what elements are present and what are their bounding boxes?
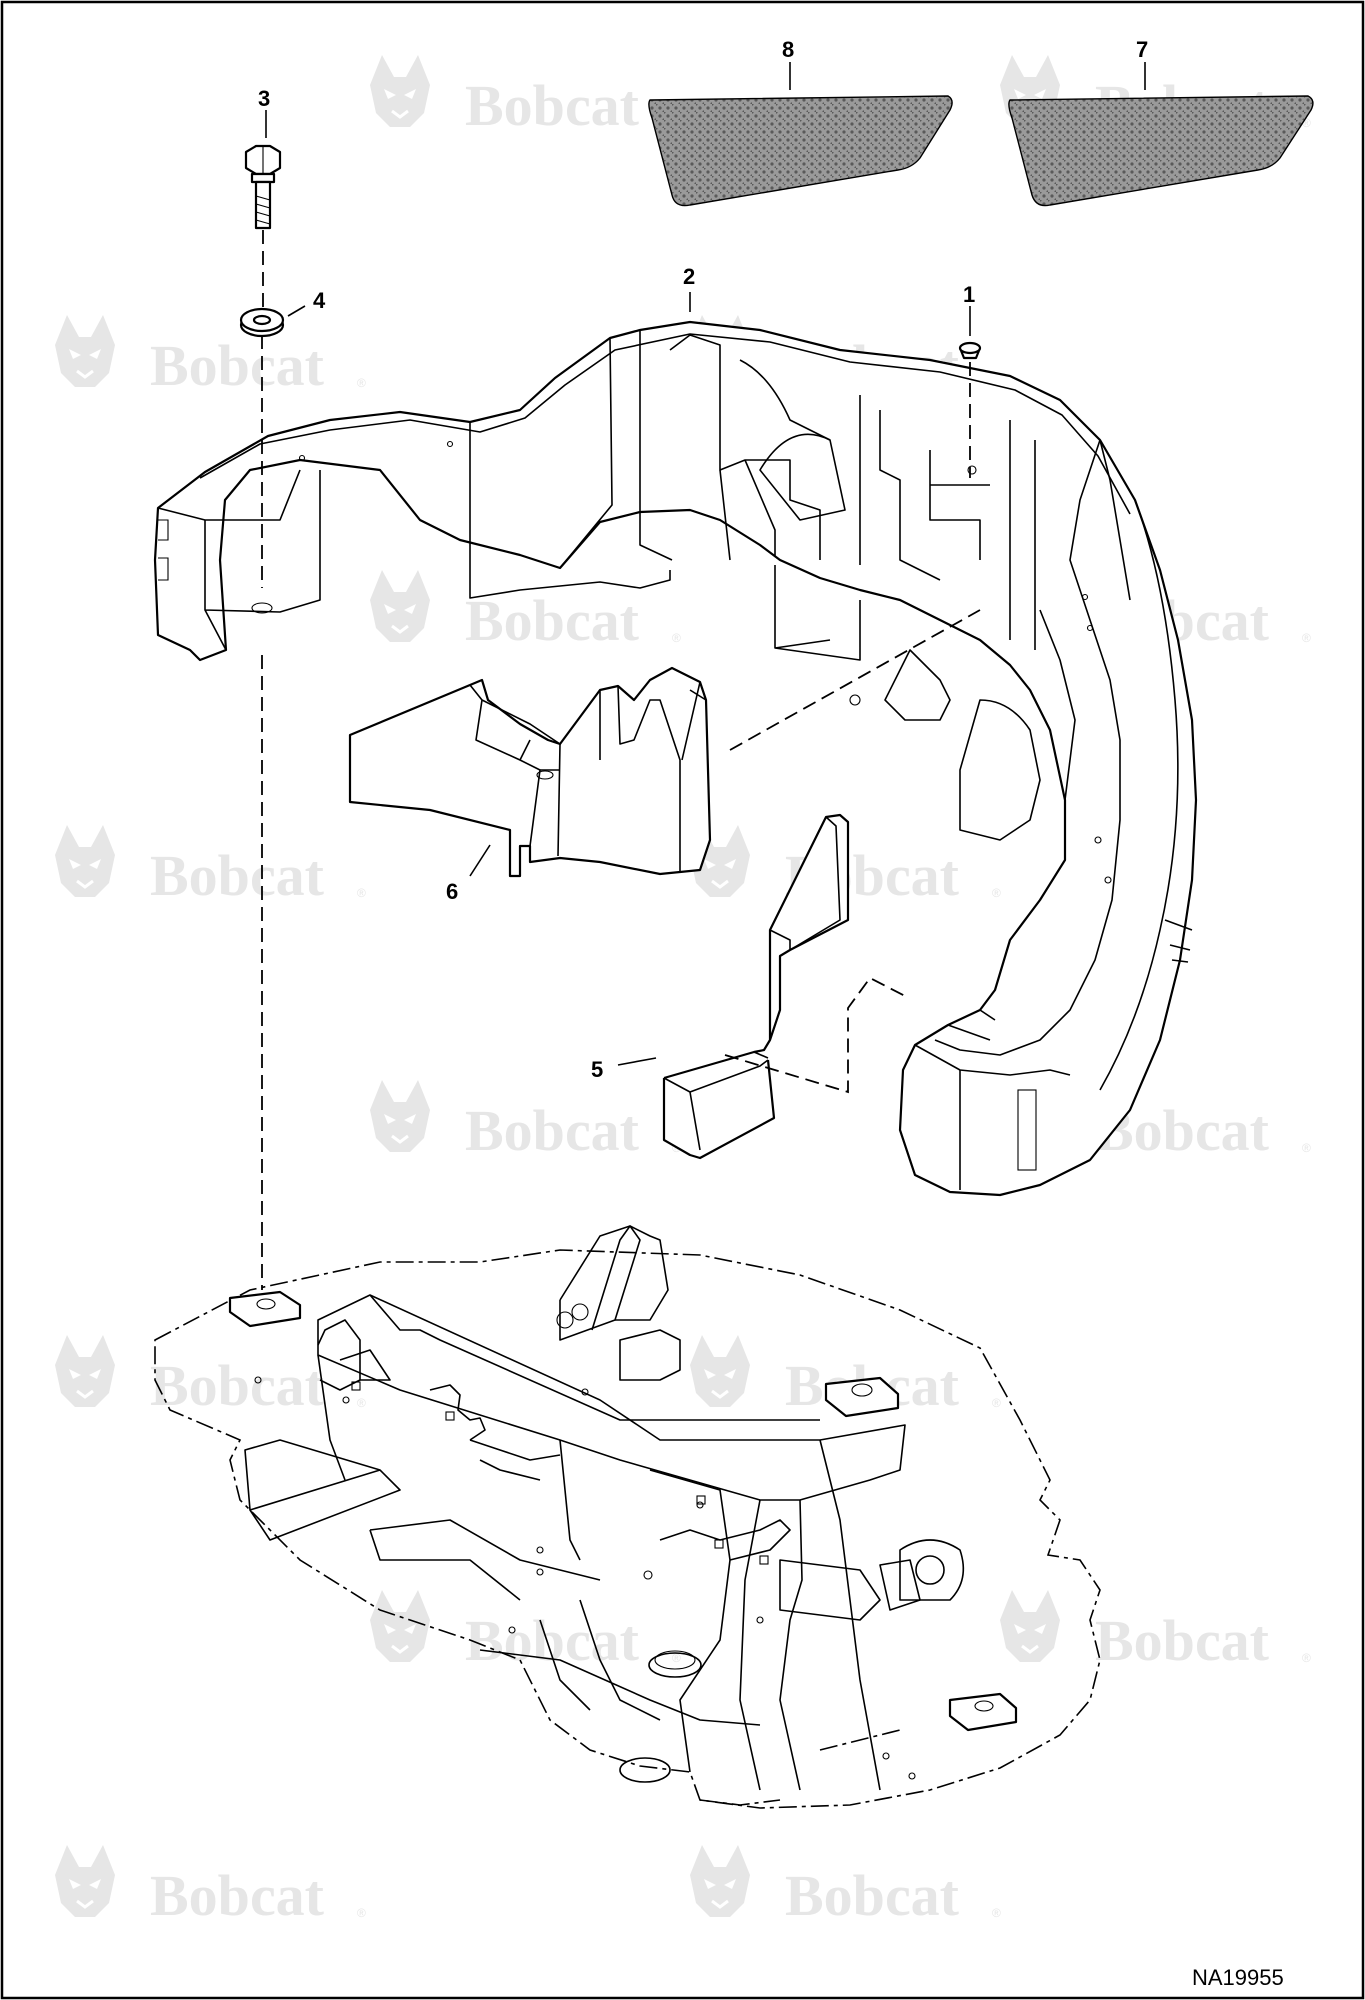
svg-text:Bobcat: Bobcat: [150, 333, 325, 398]
svg-text:Bobcat: Bobcat: [150, 843, 325, 908]
plug-part-1[interactable]: [958, 341, 982, 360]
svg-text:Bobcat: Bobcat: [465, 1098, 640, 1163]
callout-8: 8: [782, 37, 794, 62]
svg-text:Bobcat: Bobcat: [150, 1863, 325, 1928]
upperstructure-frame: [154, 1225, 1101, 1809]
counterweight-part-2[interactable]: [153, 320, 1198, 1197]
svg-text:Bobcat: Bobcat: [150, 1353, 325, 1418]
decal-part-8[interactable]: [648, 95, 953, 207]
callout-5: 5: [591, 1057, 603, 1082]
svg-text:®: ®: [357, 1906, 366, 1920]
insert-part-6[interactable]: [348, 666, 712, 878]
callout-3: 3: [258, 86, 270, 111]
svg-text:®: ®: [672, 631, 681, 645]
svg-text:®: ®: [357, 376, 366, 390]
svg-text:®: ®: [1302, 1651, 1311, 1665]
washer-part-4[interactable]: [239, 307, 285, 338]
assembly-lines: [261, 230, 981, 1290]
callout-6: 6: [446, 879, 458, 904]
svg-text:®: ®: [672, 1651, 681, 1665]
insert-part-5[interactable]: [662, 813, 850, 1160]
svg-text:®: ®: [992, 1396, 1001, 1410]
svg-text:®: ®: [1302, 1141, 1311, 1155]
watermark-text: Bobcat Bobcat Bobcat Bobcat Bobcat Bobca…: [150, 73, 1311, 1928]
svg-text:Bobcat: Bobcat: [465, 1608, 640, 1673]
svg-text:Bobcat: Bobcat: [1095, 1608, 1270, 1673]
svg-text:Bobcat: Bobcat: [465, 73, 640, 138]
callout-4: 4: [313, 288, 326, 313]
callout-1: 1: [963, 282, 975, 307]
callout-2: 2: [683, 264, 695, 289]
leader-lines: [265, 62, 1146, 1066]
svg-text:®: ®: [1302, 631, 1311, 645]
svg-text:Bobcat: Bobcat: [465, 588, 640, 653]
callout-7: 7: [1136, 37, 1148, 62]
svg-text:®: ®: [357, 1396, 366, 1410]
svg-text:®: ®: [1302, 116, 1311, 130]
document-id: NA19955: [1192, 1965, 1284, 1990]
bolt-part-3[interactable]: [244, 144, 282, 230]
watermark-layer: Bobcat Bobcat Bobcat Bobcat Bobcat Bobca…: [53, 53, 1311, 1928]
decal-part-7[interactable]: [1008, 95, 1314, 207]
svg-text:®: ®: [992, 886, 1001, 900]
svg-text:Bobcat: Bobcat: [785, 1863, 960, 1928]
callout-labels: 8 7 3 4 2 1 6 5: [258, 37, 1148, 1082]
svg-text:®: ®: [992, 1906, 1001, 1920]
svg-text:®: ®: [357, 886, 366, 900]
